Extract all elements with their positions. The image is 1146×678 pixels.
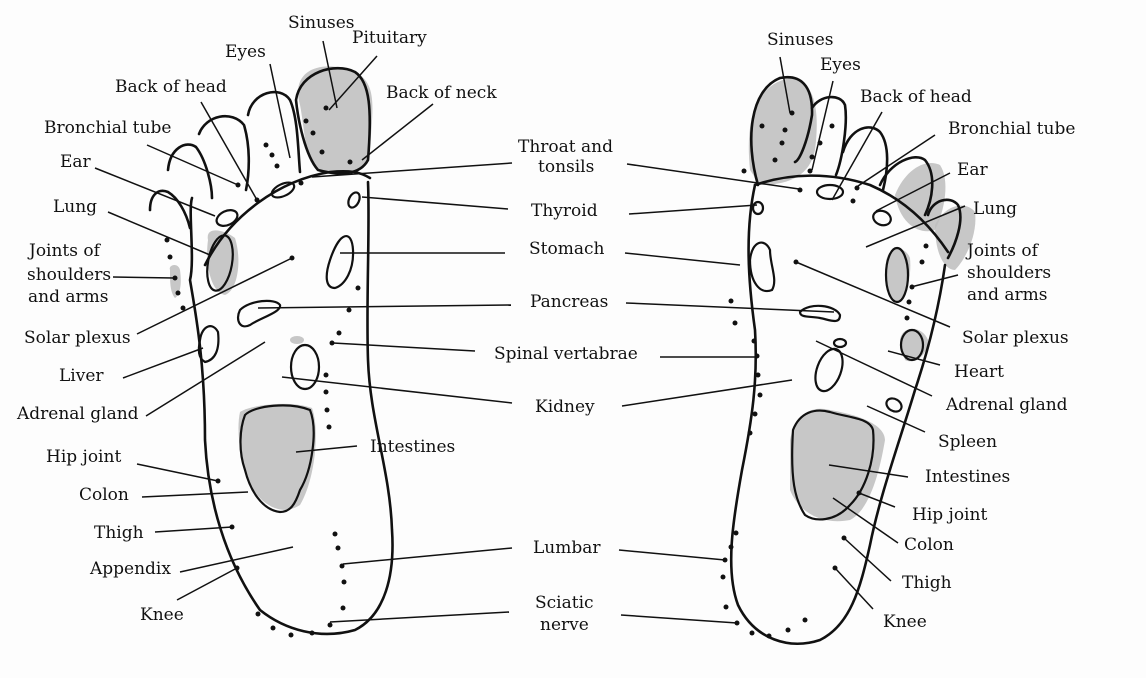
label-left-joints-line2: shoulders [27,265,111,285]
left-intestines-shade [238,403,316,510]
right-toe-5-shade [935,205,976,270]
label-throat-line1: Throat and [518,137,613,157]
label-right-ear: Ear [957,160,989,180]
right-heart-organ [899,328,925,362]
label-left-colon: Colon [79,485,129,505]
right-stomach-organ [748,241,776,293]
label-right-back-of-head: Back of head [860,87,972,107]
left-foot [148,66,394,638]
left-big-toe-shade [298,66,373,175]
right-ear-organ [872,209,892,227]
right-eye-organ [815,183,845,201]
left-reflex-points [164,105,361,638]
right-foot [720,75,976,645]
label-left-knee: Knee [140,605,184,625]
label-right-thigh: Thigh [902,573,952,593]
label-stomach: Stomach [529,239,604,259]
right-toe-2 [810,95,848,177]
label-left-back-of-neck: Back of neck [386,83,497,103]
label-right-adrenal-gland: Adrenal gland [945,395,1068,415]
left-pancreas-organ [236,299,282,328]
label-right-sinuses: Sinuses [767,30,834,50]
right-ball-line [753,174,950,254]
label-left-lung: Lung [53,197,97,217]
left-joints-shade [169,265,181,298]
right-kidney-organ [814,347,844,393]
label-left-thigh: Thigh [94,523,144,543]
right-toe-4 [878,155,934,217]
label-left-liver: Liver [59,366,104,386]
label-left-hip-joint: Hip joint [46,447,121,467]
left-toe-4 [166,143,214,200]
left-lung-organ [206,234,234,292]
label-right-heart: Heart [954,362,1004,382]
label-right-spleen: Spleen [938,432,997,452]
label-right-joints-line2: shoulders [967,263,1051,283]
label-right-bronchial-tube: Bronchial tube [948,119,1075,139]
label-left-adrenal-gland: Adrenal gland [16,404,139,424]
left-kidney-organ [289,343,321,391]
label-right-lung: Lung [973,199,1017,219]
label-left-joints-line3: and arms [28,287,108,307]
label-right-intestines: Intestines [925,467,1010,487]
label-left-ear: Ear [60,152,92,172]
label-left-intestines: Intestines [370,437,455,457]
leader-lines [94,40,966,624]
right-labels: Sinuses Eyes Back of head Bronchial tube… [767,30,1075,632]
right-toe-5 [926,198,962,260]
left-ball-line [203,169,372,267]
label-throat-line2: tonsils [538,157,594,177]
label-left-solar-plexus: Solar plexus [24,328,131,348]
right-toe-3 [841,126,889,192]
label-thyroid: Thyroid [531,201,598,221]
left-eye-organ [270,181,296,199]
label-right-eyes: Eyes [820,55,861,75]
label-right-hip-joint: Hip joint [912,505,987,525]
left-toe-2 [246,90,302,174]
right-thyroid-organ [751,200,765,216]
label-spinal-vertabrae: Spinal vertabrae [494,344,638,364]
left-thyroid-organ [347,191,361,209]
label-right-solar-plexus: Solar plexus [962,328,1069,348]
label-right-joints-line3: and arms [967,285,1047,305]
left-toe-5 [148,189,192,230]
label-left-eyes: Eyes [225,42,266,62]
label-right-joints-line1: Joints of [965,241,1040,261]
label-pancreas: Pancreas [530,292,608,312]
left-ear-organ [215,209,239,227]
label-left-sinuses: Sinuses [288,13,355,33]
right-intestines-organ [791,409,875,521]
left-toe-3 [197,115,251,192]
left-big-toe [294,67,372,175]
label-left-bronchial-tube: Bronchial tube [44,118,171,138]
right-big-toe-shade [748,78,817,185]
label-left-back-of-head: Back of head [115,77,227,97]
label-left-pituitary: Pituitary [352,28,427,48]
label-left-appendix: Appendix [89,559,171,579]
label-kidney: Kidney [535,397,595,417]
left-liver-organ [197,325,220,364]
left-intestines-organ [239,404,315,514]
right-lung-organ [884,246,910,304]
label-left-joints-line1: Joints of [27,241,102,261]
right-adrenal-organ [832,337,848,349]
left-labels: Sinuses Pituitary Eyes Back of head Back… [16,13,497,625]
center-labels: Throat and tonsils Thyroid Stomach Pancr… [494,137,638,635]
right-spleen-organ [885,397,903,413]
right-reflex-points [720,110,929,639]
left-stomach-organ [325,235,355,290]
label-right-colon: Colon [904,535,954,555]
label-sciatic-line2: nerve [540,615,589,635]
right-pancreas-organ [798,304,842,323]
label-right-knee: Knee [883,612,927,632]
right-big-toe [749,75,814,187]
right-lung-shade [885,248,911,302]
label-lumbar: Lumbar [533,538,601,558]
left-adrenal-organ [290,336,304,344]
label-sciatic-line1: Sciatic [535,593,594,613]
